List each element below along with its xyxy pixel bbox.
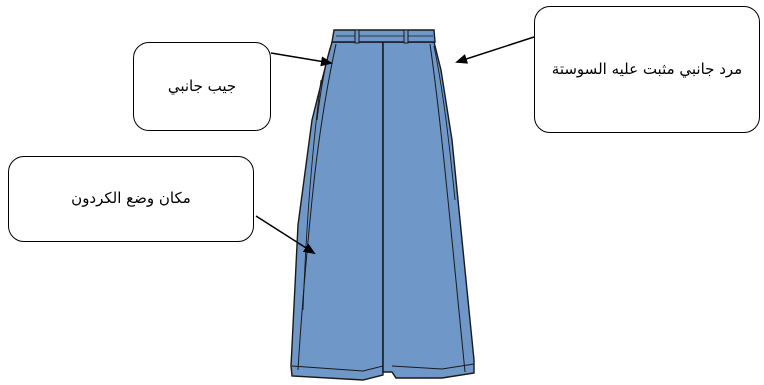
drawstring-label: مكان وضع الكردون [71,189,191,208]
left-drawstring-line [302,79,322,311]
arrow-side-zipper [455,36,535,64]
right-hem [391,363,475,370]
side-pocket-callout: جيب جانبي [133,42,271,131]
side-zipper-label: مرد جانبي مثبت عليه السوستة [551,59,743,78]
left-hem [291,365,384,372]
belt-loop-right [403,29,409,44]
drawstring-callout: مكان وضع الكردون [8,156,254,242]
belt-loop-left [354,29,360,44]
arrow-drawstring [255,215,316,255]
side-pocket-label: جيب جانبي [167,76,237,95]
left-pocket-opening [316,47,331,121]
right-zipper-line [433,45,456,201]
side-zipper-callout: مرد جانبي مثبت عليه السوستة [534,6,760,133]
arrow-side-pocket [270,52,333,67]
right-side-seam [429,43,466,373]
left-side-pocket-line [297,43,337,371]
right-trouser-leg [382,41,475,379]
left-trouser-leg [290,41,384,381]
trousers-illustration [290,29,475,381]
